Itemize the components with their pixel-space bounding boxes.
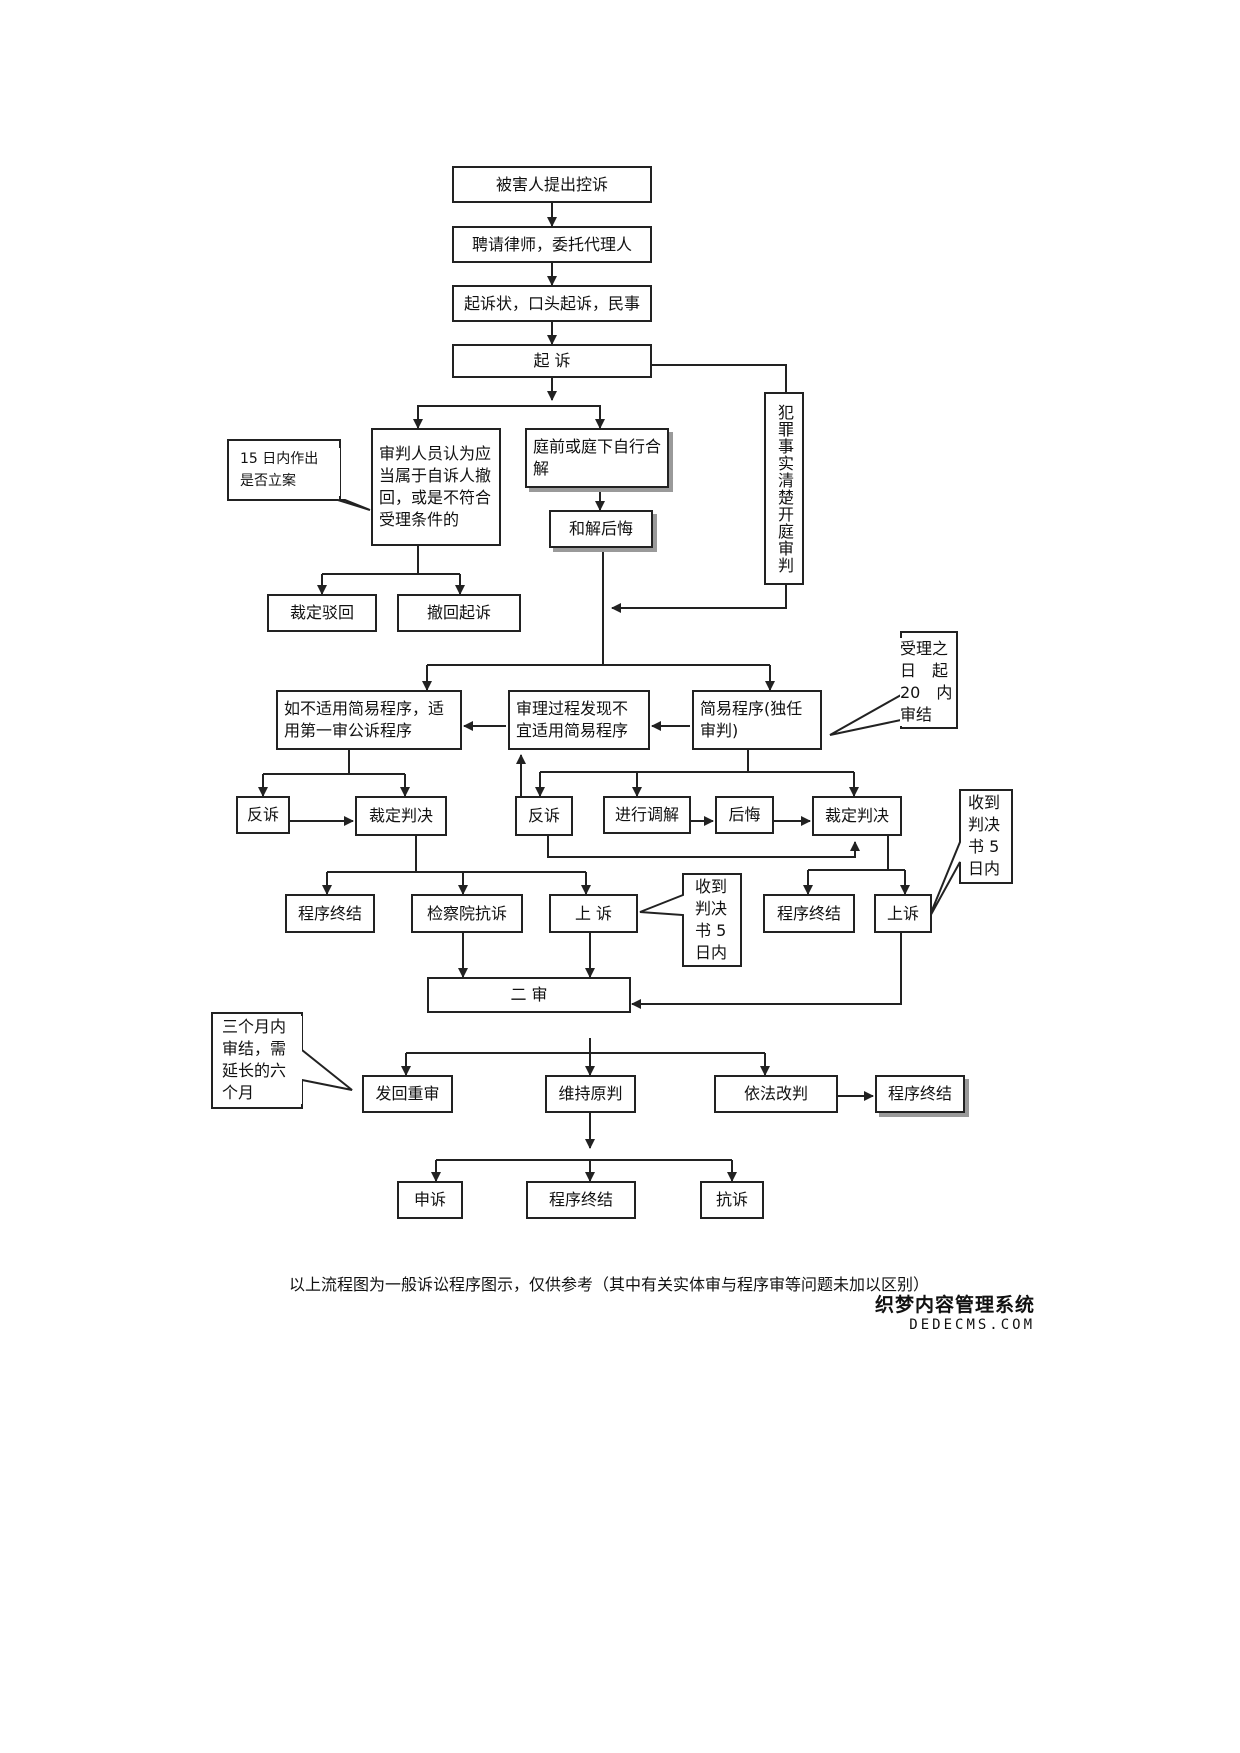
node-counterclaim-left: 反诉 [236, 796, 290, 834]
node-second-instance: 二 审 [427, 977, 631, 1013]
node-protest: 抗诉 [700, 1181, 764, 1219]
footer-note: 以上流程图为一般诉讼程序图示，仅供参考（其中有关实体审与程序审等问题未加以区别） [289, 1275, 930, 1294]
watermark-line-1: 织梦内容管理系统 [875, 1294, 1036, 1316]
node-ruling-right: 裁定判决 [812, 796, 902, 836]
node-appeal-left: 上 诉 [549, 894, 638, 933]
node-judge-review: 审判人员认为应当属于自诉人撤回，或是不符合受理条件的 [371, 428, 501, 546]
node-complaint: 被害人提出控诉 [452, 166, 652, 203]
node-regret: 和解后悔 [549, 510, 653, 548]
node-simple-procedure: 简易程序(独任审判) [692, 690, 822, 750]
node-end-final: 程序终结 [526, 1181, 636, 1219]
callout-three-months: 三个月内 审结，需 延长的六 个月 [222, 1016, 302, 1104]
callout-20-days: 受理之 日 起 20 内 审结 [900, 638, 956, 726]
node-withdraw: 撤回起诉 [397, 594, 521, 632]
callout-15-days: 15 日内作出 是否立案 [240, 448, 340, 496]
node-procuratorate-protest: 检察院抗诉 [411, 894, 523, 933]
node-end-1: 程序终结 [285, 894, 375, 933]
node-remand: 发回重审 [362, 1075, 453, 1113]
node-settlement: 庭前或庭下自行合解 [525, 428, 669, 488]
node-prosecution: 起 诉 [452, 344, 652, 378]
node-filing-forms: 起诉状，口头起诉，民事 [452, 285, 652, 322]
node-appeal-right: 上诉 [874, 894, 932, 933]
node-petition: 申诉 [397, 1181, 463, 1219]
callout-appeal-5-days-left: 收到 判决 书 5 日内 [695, 876, 739, 964]
node-ordinary-procedure: 如不适用简易程序，适用第一审公诉程序 [276, 690, 462, 750]
node-mediation: 进行调解 [603, 796, 691, 834]
watermark-line-2: DEDECMS.COM [875, 1317, 1036, 1333]
node-uphold: 维持原判 [545, 1075, 636, 1113]
node-unsuitable-simple: 审理过程发现不宜适用简易程序 [508, 690, 650, 750]
node-facts-clear: 犯罪事实清楚开庭审判 [764, 392, 804, 585]
node-dismiss: 裁定驳回 [267, 594, 377, 632]
node-regret-right: 后悔 [715, 796, 774, 834]
watermark: 织梦内容管理系统 DEDECMS.COM [875, 1290, 1036, 1333]
node-end-revise: 程序终结 [875, 1075, 965, 1113]
node-hire-lawyer: 聘请律师，委托代理人 [452, 226, 652, 263]
callout-appeal-5-days-right: 收到 判决 书 5 日内 [968, 792, 1010, 880]
node-end-2: 程序终结 [763, 894, 855, 933]
node-revise: 依法改判 [714, 1075, 838, 1113]
node-counterclaim-right: 反诉 [515, 796, 573, 836]
node-ruling-left: 裁定判决 [355, 796, 447, 836]
